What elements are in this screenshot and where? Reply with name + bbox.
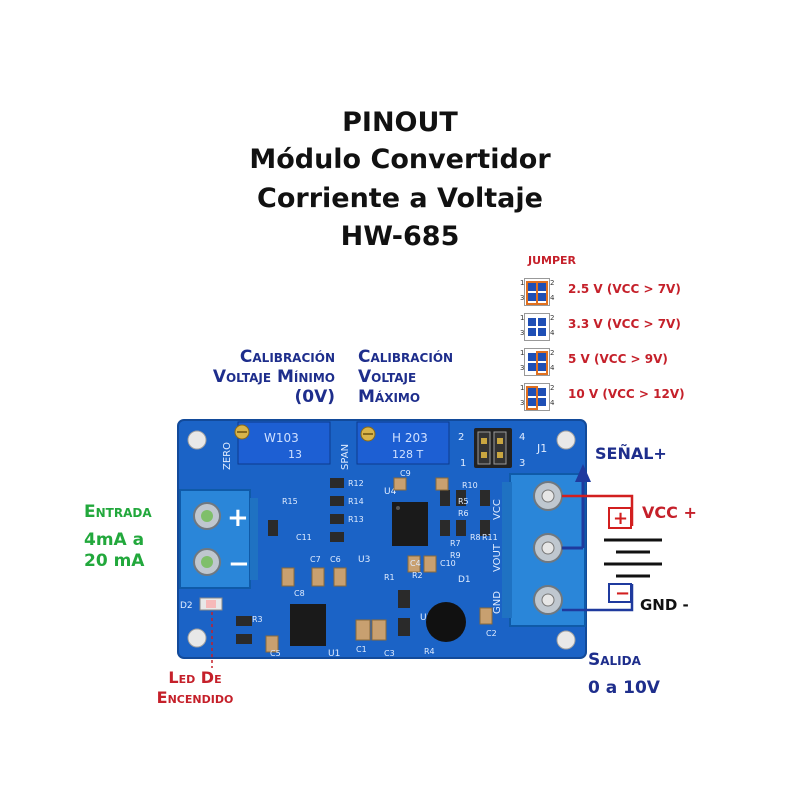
- svg-text:4: 4: [519, 432, 525, 443]
- svg-text:R10: R10: [462, 481, 478, 490]
- svg-text:R9: R9: [450, 551, 461, 560]
- d2-silk: D2: [180, 601, 193, 611]
- pot1-code: W103: [264, 431, 299, 445]
- svg-text:−: −: [615, 583, 630, 604]
- svg-text:C8: C8: [294, 589, 305, 598]
- pot2-code: H 203: [392, 431, 428, 445]
- mounting-hole: [556, 430, 576, 450]
- svg-text:R11: R11: [482, 533, 498, 542]
- senal-label: SEÑAL+: [595, 444, 667, 463]
- pin-gnd: GND: [492, 591, 503, 614]
- j1-silk: J1: [536, 442, 547, 455]
- jumper-option-text: 2.5 V (VCC > 7V): [568, 282, 681, 296]
- svg-text:R7: R7: [450, 539, 461, 548]
- svg-text:C4: C4: [410, 559, 421, 568]
- svg-text:C7: C7: [310, 555, 321, 564]
- jumper-option-4: 1 3 2 4 10 V (VCC > 12V): [520, 381, 780, 413]
- battery-icon: [604, 538, 662, 578]
- gnd-wire: [562, 584, 634, 612]
- svg-text:C2: C2: [486, 629, 497, 638]
- regulator-u2: [426, 602, 466, 642]
- svg-text:R13: R13: [348, 515, 364, 524]
- potentiometer-zero: [237, 421, 331, 465]
- u2-silk: U2: [420, 613, 432, 623]
- jumper-option-3: 1 3 2 4 5 V (VCC > 9V): [520, 346, 780, 378]
- svg-text:R3: R3: [252, 615, 263, 624]
- jumper-option-text: 5 V (VCC > 9V): [568, 352, 668, 366]
- jumper-option-2: 1 3 2 4 3.3 V (VCC > 7V): [520, 311, 780, 343]
- title-line-3: Corriente a Voltaje: [257, 183, 543, 214]
- jumper-diagram-icon: [524, 383, 550, 411]
- battery-plus-box: [608, 507, 632, 529]
- svg-text:C3: C3: [384, 649, 395, 658]
- cal-min-label: Calibración Voltaje Mínimo (0V): [212, 347, 335, 407]
- svg-text:R2: R2: [412, 571, 423, 580]
- svg-text:C11: C11: [296, 533, 312, 542]
- title-line-4: HW-685: [340, 221, 460, 252]
- mounting-hole: [556, 630, 576, 650]
- jumper-title: JUMPER: [528, 254, 577, 267]
- svg-text:R14: R14: [348, 497, 364, 506]
- svg-text:R12: R12: [348, 479, 364, 488]
- jumper-diagram-icon: [524, 313, 550, 341]
- led-label: Led De Encendido: [156, 668, 234, 707]
- svg-text:R4: R4: [424, 647, 435, 656]
- svg-text:C10: C10: [440, 559, 456, 568]
- svg-text:C5: C5: [270, 649, 281, 658]
- salida-range: 0 a 10V: [588, 678, 660, 698]
- jumper-option-1: 1 3 2 4 2.5 V (VCC > 7V): [520, 276, 780, 308]
- d1-silk: D1: [458, 575, 471, 585]
- signal-arrow-icon: [575, 464, 591, 482]
- entrada-range-2: 20 mA: [84, 551, 145, 571]
- entrada-label: Entrada: [84, 502, 152, 522]
- jumper-diagram-icon: [524, 348, 550, 376]
- pin-vcc: VCC: [492, 499, 503, 520]
- svg-text:R5: R5: [458, 497, 469, 506]
- jumper-option-text: 10 V (VCC > 12V): [568, 387, 685, 401]
- vcc-label: VCC +: [642, 503, 697, 522]
- svg-text:R6: R6: [458, 509, 469, 518]
- svg-text:2: 2: [458, 432, 464, 443]
- title-line-1: PINOUT: [342, 107, 458, 138]
- svg-text:C6: C6: [330, 555, 341, 564]
- ic-u1: [290, 604, 326, 646]
- jumper-diagram-icon: [524, 278, 550, 306]
- svg-text:+: +: [613, 508, 628, 529]
- mounting-hole: [187, 628, 207, 648]
- input-plus: +: [227, 503, 249, 533]
- jumper-option-text: 3.3 V (VCC > 7V): [568, 317, 681, 331]
- pot1-sub: 13: [288, 448, 302, 461]
- span-silk: SPAN: [340, 444, 351, 470]
- svg-text:R15: R15: [282, 497, 298, 506]
- u4-silk: U4: [384, 487, 397, 497]
- u1-silk: U1: [328, 649, 340, 659]
- svg-text:C1: C1: [356, 645, 367, 654]
- title-line-2: Módulo Convertidor: [249, 144, 551, 175]
- pin-vout: VOUT: [492, 543, 503, 572]
- u3-silk: U3: [358, 555, 370, 565]
- entrada-range-1: 4mA a: [84, 530, 145, 550]
- svg-text:3: 3: [519, 458, 525, 469]
- salida-label: Salida: [588, 650, 641, 670]
- svg-text:R1: R1: [384, 573, 395, 582]
- gnd-label: GND -: [640, 596, 689, 614]
- pot2-sub: 128 T: [392, 448, 423, 461]
- svg-text:C9: C9: [400, 469, 411, 478]
- svg-text:R8: R8: [470, 533, 481, 542]
- input-minus: −: [228, 549, 250, 579]
- cal-max-label: Calibración Voltaje Máximo: [358, 347, 454, 407]
- mounting-hole: [187, 430, 207, 450]
- svg-text:1: 1: [460, 458, 466, 469]
- zero-silk: ZERO: [222, 442, 233, 470]
